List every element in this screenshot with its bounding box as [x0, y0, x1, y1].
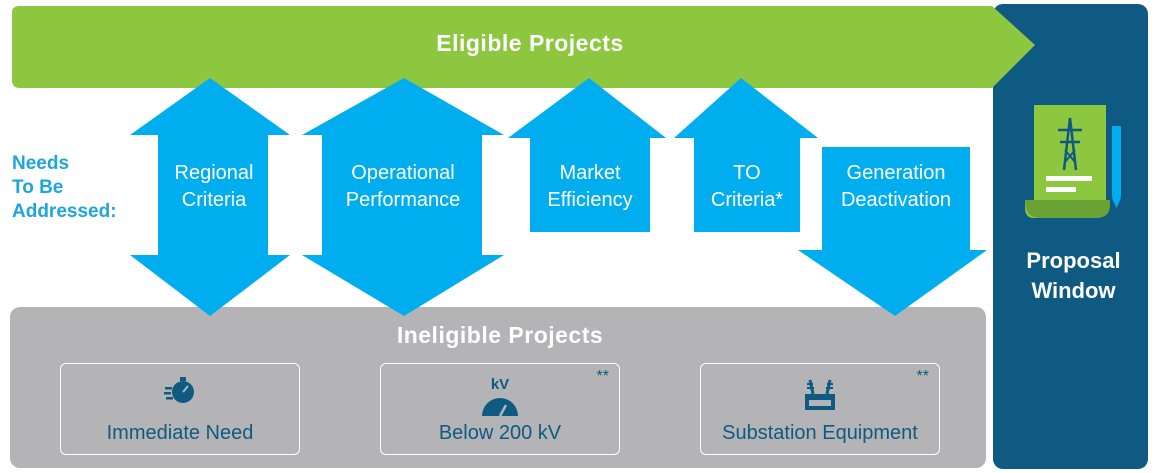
proposal-title-line: Proposal	[1026, 248, 1121, 273]
needs-label-line: Needs	[12, 153, 70, 174]
ineligible-projects-title: Ineligible Projects	[396, 322, 604, 348]
stopwatch-icon	[164, 377, 194, 403]
to-criteria-label: TO Criteria*	[694, 160, 800, 214]
gauge-icon: kV	[482, 376, 518, 417]
criteria-label-line: Deactivation	[840, 189, 952, 211]
criteria-label-line: Operational	[351, 162, 455, 184]
proposal-title-line: Window	[1031, 278, 1116, 303]
market-efficiency-arrow	[508, 78, 666, 232]
regional-criteria-arrow	[130, 78, 290, 316]
criteria-label-line: Criteria	[181, 189, 247, 211]
generation-deactivation-arrow	[798, 147, 987, 316]
needs-label-line: To Be	[12, 177, 64, 198]
substation-equipment-label: Substation Equipment	[722, 422, 918, 444]
footnote-marker: **	[916, 368, 929, 385]
generation-deactivation-label: Generation Deactivation	[822, 160, 970, 214]
criteria-label-line: Criteria*	[710, 189, 784, 211]
eligible-projects-arrow	[12, 6, 1035, 88]
market-efficiency-label: Market Efficiency	[530, 160, 650, 214]
ineligible-projects-box	[10, 307, 986, 468]
gauge-icon-text: kV	[491, 376, 509, 393]
eligible-projects-title: Eligible Projects	[436, 30, 624, 56]
substation-equipment-box: ** Substation Equipment	[700, 363, 940, 455]
criteria-label-line: Generation	[846, 162, 946, 184]
regional-criteria-label: Regional Criteria	[160, 160, 268, 214]
criteria-label-line: Performance	[345, 189, 461, 211]
immediate-need-label: Immediate Need	[106, 422, 254, 444]
footnote-marker: **	[596, 368, 609, 385]
document-pylon-icon	[1025, 105, 1121, 218]
proposal-window-title: Proposal Window	[996, 246, 1151, 306]
needs-to-be-addressed-label: Needs To Be Addressed:	[12, 152, 117, 224]
transformer-icon	[805, 379, 835, 410]
immediate-need-box: Immediate Need	[60, 363, 300, 455]
criteria-label-line: Efficiency	[547, 189, 633, 211]
operational-performance-arrow	[302, 78, 504, 316]
needs-label-line: Addressed:	[12, 201, 117, 222]
below-200kv-box: kV ** Below 200 kV	[380, 363, 620, 455]
to-criteria-arrow	[674, 78, 818, 232]
criteria-label-line: Regional	[174, 162, 254, 184]
proposal-window-panel	[993, 4, 1148, 469]
criteria-label-line: TO	[733, 162, 761, 184]
criteria-label-line: Market	[559, 162, 621, 184]
below-200kv-label: Below 200 kV	[438, 422, 562, 444]
operational-performance-label: Operational Performance	[322, 160, 484, 214]
